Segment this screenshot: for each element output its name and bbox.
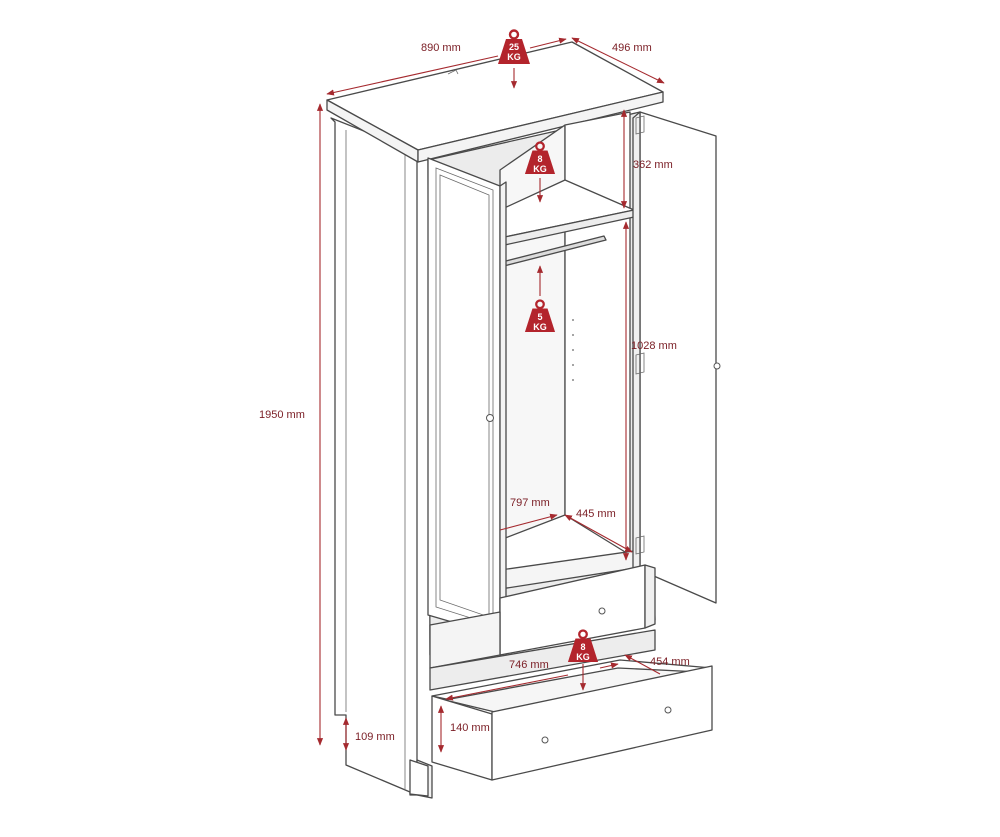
weight-badge-drawer: 8 KG — [567, 629, 599, 664]
label-height: 1950 mm — [259, 409, 305, 421]
label-width: 890 mm — [421, 42, 461, 54]
left-door — [427, 157, 507, 637]
weight-drawer-unit: KG — [576, 652, 590, 662]
label-inner-width: 797 mm — [510, 497, 550, 509]
lower-drawer — [429, 629, 713, 781]
label-drawer-depth: 454 mm — [650, 656, 690, 668]
front-leg — [409, 759, 429, 797]
weight-drawer-value: 8 — [580, 642, 585, 652]
weight-badge-shelf: 8 KG — [524, 141, 556, 176]
upper-drawer — [429, 564, 656, 669]
dimension-labels: 890 mm 496 mm 1950 mm 109 mm 362 mm 1028… — [259, 42, 690, 743]
weight-shelf-unit: KG — [533, 164, 547, 174]
label-drawer-height: 140 mm — [450, 722, 490, 734]
weight-rail-unit: KG — [533, 322, 547, 332]
dimension-lines — [316, 37, 665, 753]
label-hanging-height: 1028 mm — [631, 340, 677, 352]
weight-badge-top: 25 KG — [497, 29, 531, 65]
weight-top-value: 25 — [509, 42, 519, 52]
weight-rail-value: 5 — [537, 312, 542, 322]
label-shelf-height: 362 mm — [633, 159, 673, 171]
weight-top-unit: KG — [507, 52, 521, 62]
label-drawer-width: 746 mm — [509, 659, 549, 671]
weight-shelf-value: 8 — [537, 154, 542, 164]
label-leg-height: 109 mm — [355, 731, 395, 743]
weight-badge-rail: 5 KG — [524, 299, 556, 334]
label-depth: 496 mm — [612, 42, 652, 54]
right-door — [632, 111, 721, 604]
label-inner-depth: 445 mm — [576, 508, 616, 520]
